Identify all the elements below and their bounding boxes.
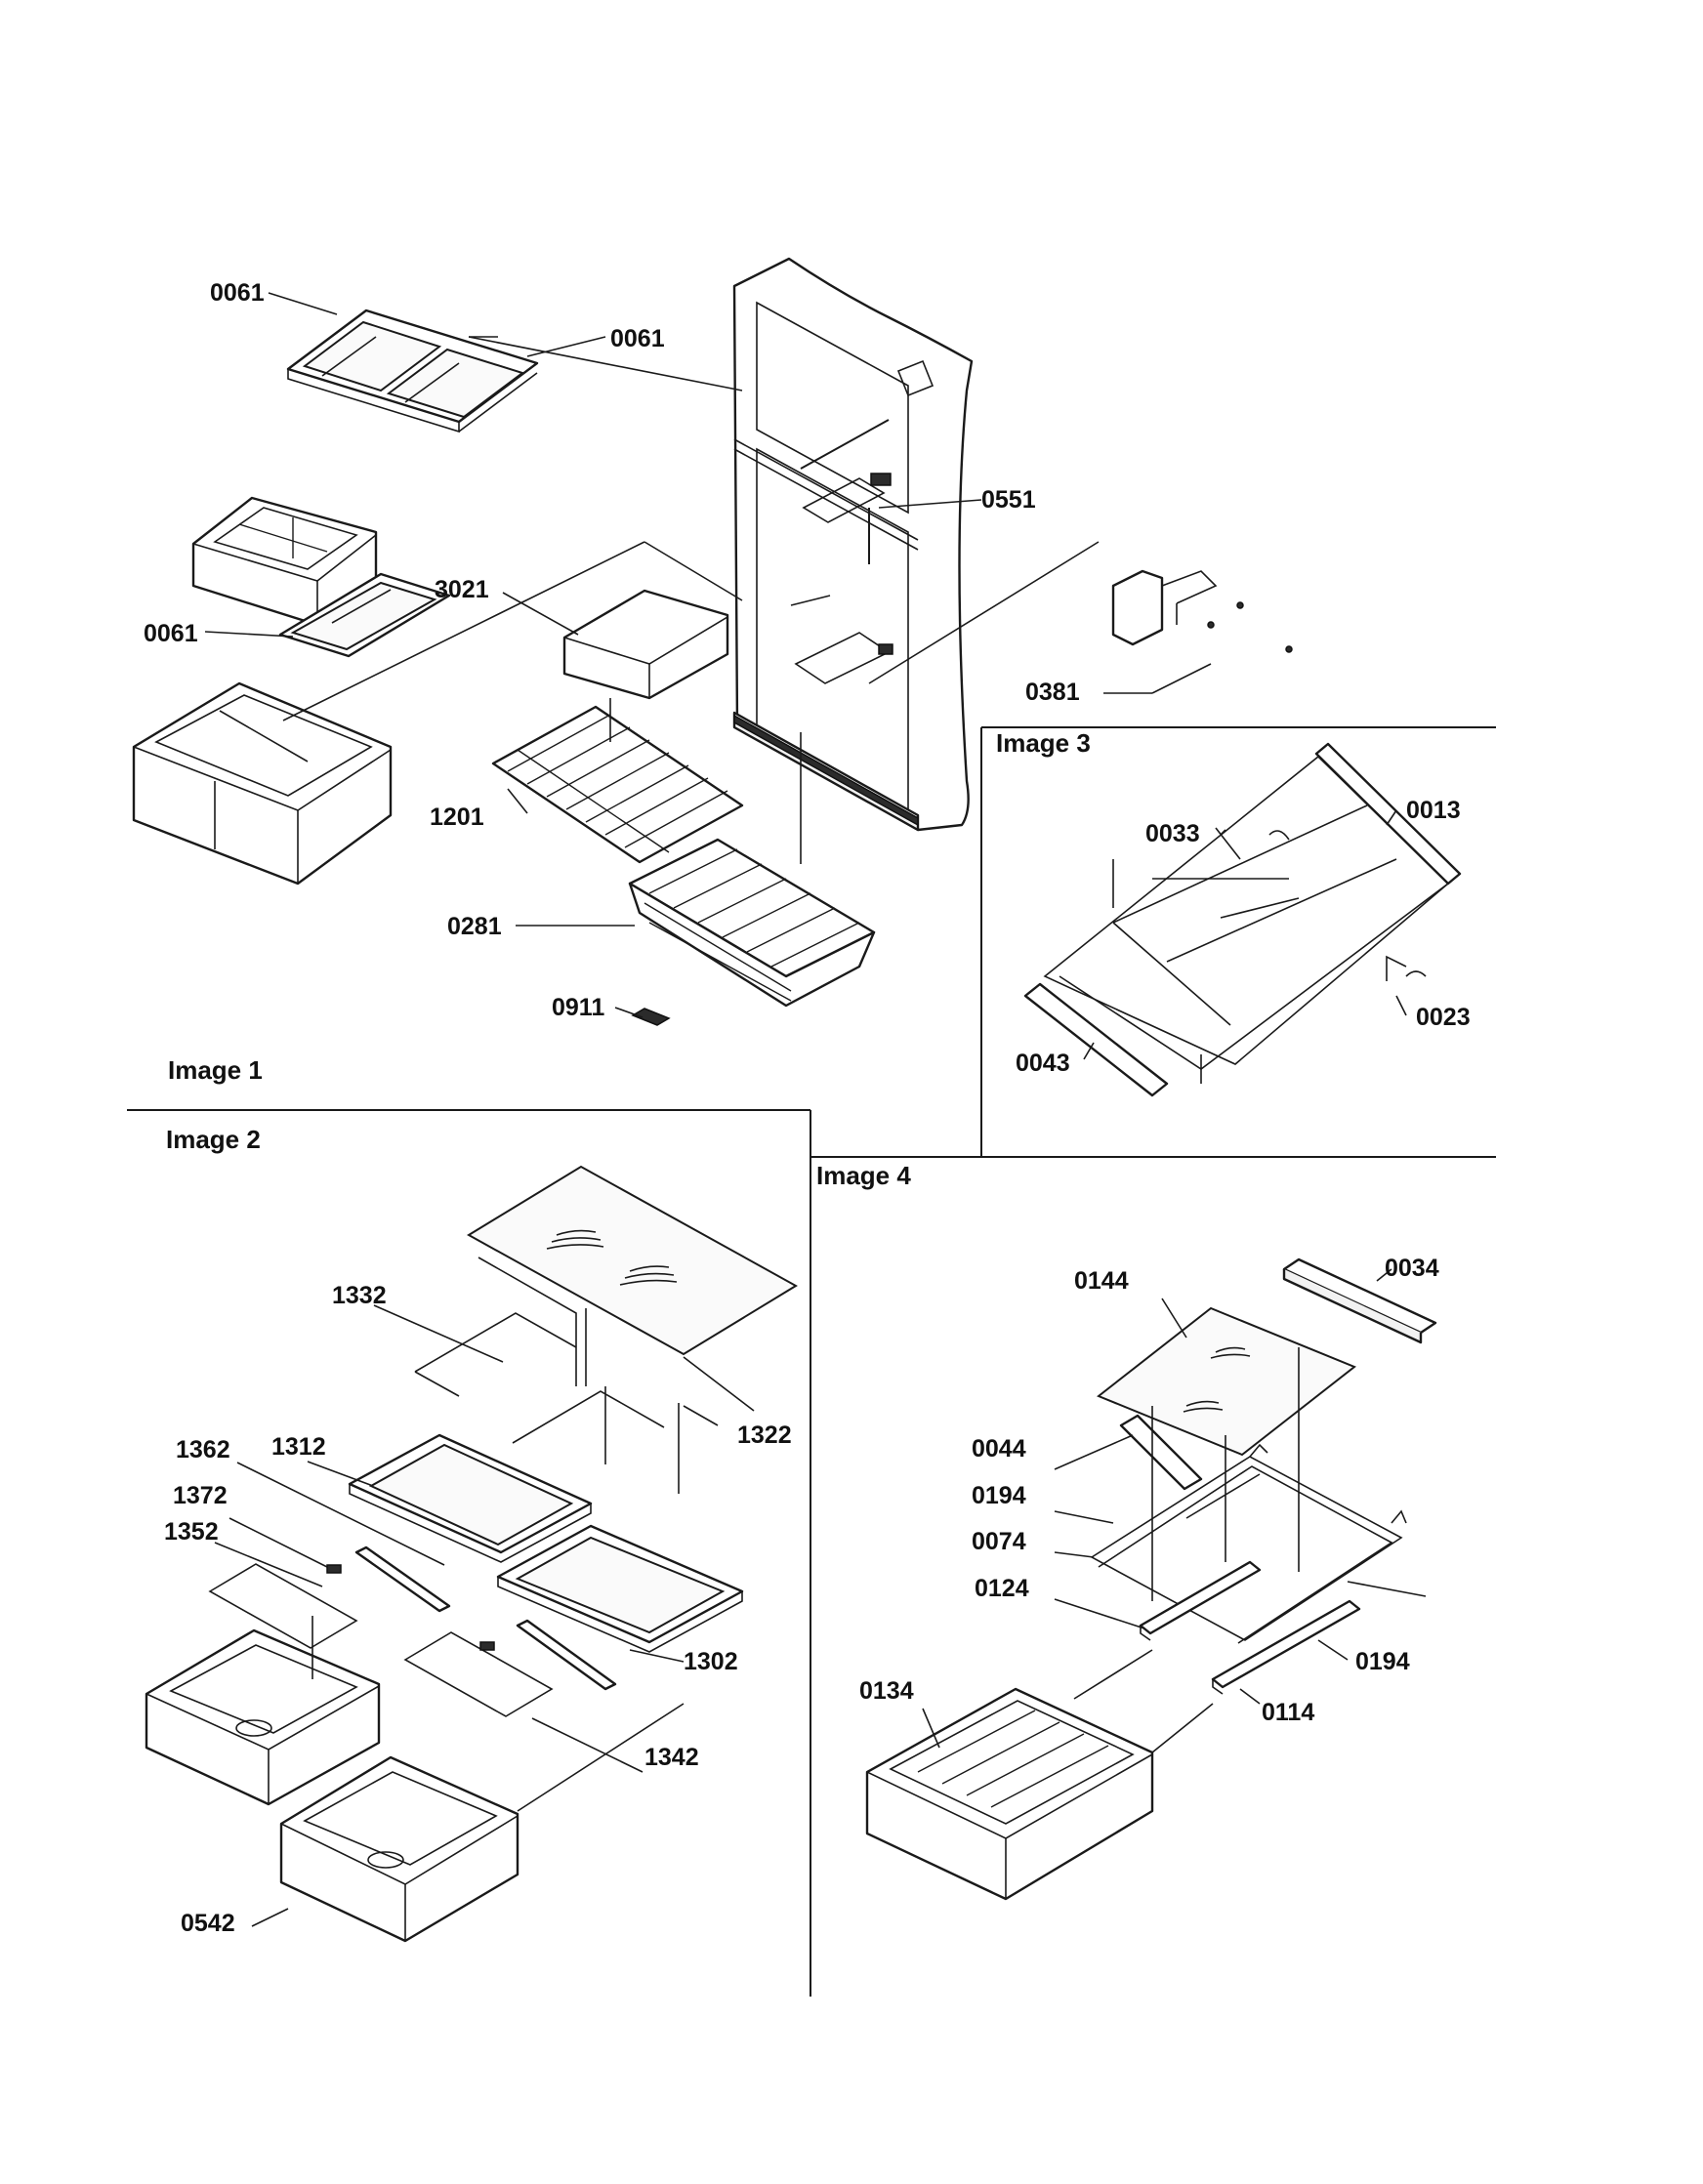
label-1312: 1312 — [271, 1433, 326, 1461]
label-3021: 3021 — [435, 576, 489, 603]
wire-shelf-1201 — [491, 705, 744, 864]
label-0033: 0033 — [1145, 820, 1200, 847]
image3-leader-lines — [1083, 809, 1407, 1060]
panel-title-image-4: Image 4 — [816, 1161, 911, 1190]
label-0061-top-right: 0061 — [610, 325, 665, 352]
image3-shelf-assembly — [1023, 742, 1462, 1097]
drawer-large-left — [132, 681, 393, 886]
pan-3021 — [562, 589, 729, 700]
label-0144: 0144 — [1074, 1267, 1129, 1295]
image2-crisper-0542 — [279, 1755, 519, 1943]
label-0023: 0023 — [1416, 1004, 1471, 1031]
label-0074: 0074 — [972, 1528, 1026, 1555]
image2-leader-lines — [214, 1304, 755, 1927]
image2-frame-1312 — [348, 1433, 593, 1563]
label-0194-lower: 0194 — [1355, 1648, 1410, 1675]
label-1201: 1201 — [430, 804, 484, 831]
image4-leader-lines — [922, 1268, 1427, 1753]
image2-frame-1302 — [496, 1524, 744, 1653]
label-1302: 1302 — [684, 1648, 738, 1675]
panel-title-image-2: Image 2 — [166, 1125, 261, 1154]
label-1342: 1342 — [644, 1744, 699, 1771]
label-0061-lower: 0061 — [144, 620, 198, 647]
wire-basket-0281 — [628, 838, 876, 1008]
shelf-0061-lower — [278, 572, 451, 658]
panel-title-image-3: Image 3 — [996, 728, 1091, 758]
image4-rail-0034 — [1282, 1257, 1437, 1344]
image4-slide-0114 — [1211, 1599, 1361, 1695]
label-1362: 1362 — [176, 1436, 230, 1463]
label-0281: 0281 — [447, 913, 502, 940]
label-0911: 0911 — [552, 994, 604, 1021]
shelf-0061-top — [286, 309, 539, 433]
label-0043: 0043 — [1016, 1050, 1070, 1077]
label-0034: 0034 — [1385, 1255, 1439, 1282]
label-0114: 0114 — [1262, 1699, 1314, 1726]
label-1352: 1352 — [164, 1518, 219, 1545]
image2-crisper-left — [145, 1628, 381, 1806]
image4-crisper-0134 — [865, 1687, 1154, 1901]
panel-dividers — [127, 726, 1496, 1997]
label-0542: 0542 — [181, 1910, 235, 1937]
label-0551: 0551 — [981, 486, 1036, 514]
label-0061-top-left: 0061 — [210, 279, 265, 307]
image1-leader-lines — [204, 292, 1212, 1018]
label-0013: 0013 — [1406, 797, 1461, 824]
image2-rails — [414, 1257, 719, 1494]
label-0194-upper: 0194 — [972, 1482, 1026, 1509]
label-0044: 0044 — [972, 1435, 1026, 1463]
label-0124: 0124 — [975, 1575, 1029, 1602]
refrigerator-cabinet — [732, 257, 974, 832]
image4-slide-0124 — [1139, 1560, 1262, 1641]
image4-frame — [1090, 1443, 1407, 1644]
panel-title-image-1: Image 1 — [168, 1055, 263, 1085]
label-1322: 1322 — [737, 1422, 792, 1449]
label-1372: 1372 — [173, 1482, 228, 1509]
image4-glass-0144 — [1097, 1306, 1356, 1457]
image4-rail-0044 — [1119, 1414, 1203, 1491]
ice-maker-0381 — [1111, 569, 1293, 653]
image2-glass-top — [467, 1165, 798, 1356]
image2-slides — [208, 1545, 617, 1717]
label-0134: 0134 — [859, 1677, 914, 1705]
label-0381: 0381 — [1025, 679, 1080, 706]
label-1332: 1332 — [332, 1282, 387, 1309]
